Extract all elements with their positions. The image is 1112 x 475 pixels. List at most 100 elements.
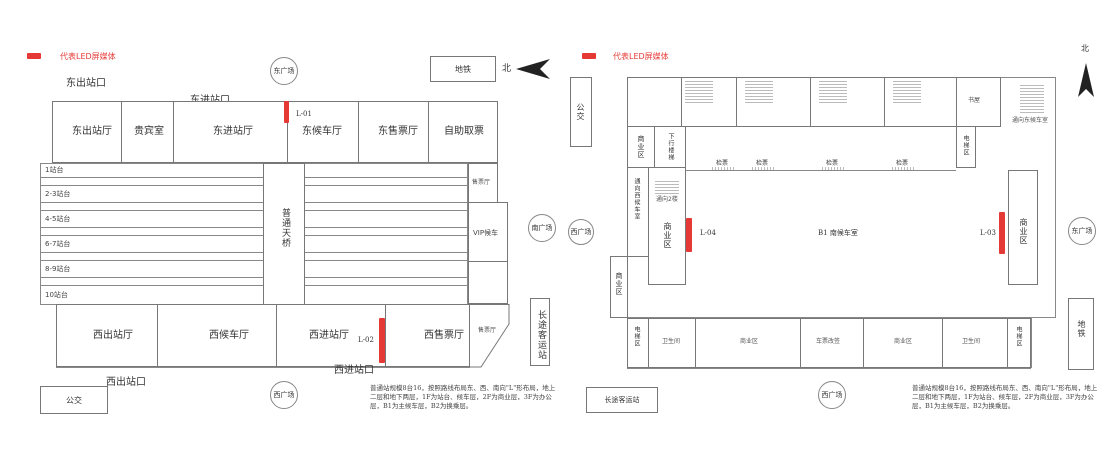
south-square-circle: 西广场: [818, 381, 846, 409]
hall-label: 贵宾室: [134, 126, 164, 137]
track-line: [40, 185, 468, 186]
hall-label: 东出站厅: [72, 126, 112, 137]
stair-hatch: [655, 180, 679, 194]
legend-label: 代表LED屏媒体: [613, 52, 669, 61]
bookshop: [956, 77, 1001, 127]
hall-west-entrance: [276, 304, 386, 367]
down-stairs-label: 下行楼梯: [667, 133, 674, 161]
vip-label: VIP候车: [473, 229, 499, 237]
elevator-label: 电梯区: [1015, 326, 1022, 347]
east-entrance-label: 东进站口: [190, 96, 230, 106]
commerce-right: [1008, 170, 1038, 285]
ticket-change-label: 车票改签: [816, 338, 841, 345]
gate-hatch: [822, 167, 844, 171]
hall-label: 自助取票: [444, 126, 484, 137]
gate-line: [686, 170, 956, 171]
north-arrow-icon: [1078, 63, 1094, 97]
ticket-change: [800, 318, 864, 368]
long-distance-box: [530, 298, 550, 366]
commerce-label: 商业区: [894, 338, 913, 345]
track-line: [40, 252, 468, 253]
south-square-label: 南广场: [531, 224, 553, 232]
track-line: [40, 235, 468, 236]
north-label: 北: [1081, 44, 1089, 53]
elevator-label: 电梯区: [962, 135, 969, 156]
commerce-label: 商业区: [1019, 218, 1028, 245]
screen-label-l04: L-04: [700, 229, 716, 237]
hall-west-waiting: [157, 304, 277, 367]
long-distance-label: 长途客运站: [536, 310, 546, 360]
bus-label: 公交: [66, 395, 82, 405]
hall-label: 售票厅: [478, 327, 497, 334]
overpass-label: 普通天桥: [280, 208, 290, 248]
toilet-label: 卫生间: [662, 338, 681, 345]
east-exit-label: 东出站口: [66, 78, 106, 89]
description-note: 普通站规模8台16，按照路线布局东、西、南向"L"形布局，地上二层和地下两层，1…: [370, 384, 556, 410]
west-square-label: 西广场: [570, 228, 592, 236]
commerce-label: 商业区: [637, 135, 645, 159]
track-line: [40, 177, 468, 178]
long-distance-label: 长途客运站: [604, 396, 640, 404]
overpass-corridor: [263, 163, 305, 305]
commerce-label: 商业区: [663, 222, 672, 249]
hall-label: 售票厅: [472, 179, 491, 186]
metro-box: 地铁: [430, 56, 496, 82]
led-screen-l02: [379, 318, 385, 363]
stair-hatch: [819, 81, 847, 103]
exit-2-label: 通向2楼: [656, 196, 678, 203]
hall-label: 西出站厅: [93, 330, 133, 341]
platform-label: 10站台: [45, 291, 68, 299]
hall-east-exit: [52, 101, 122, 163]
hall-label: 东售票厅: [378, 126, 418, 137]
led-screen-l04: [686, 218, 692, 252]
gate-hatch: [752, 167, 774, 171]
hall-west-ticket: [385, 304, 470, 367]
legend-label: 代表LED屏媒体: [60, 52, 116, 61]
track-line: [40, 202, 468, 203]
hall-label: 东候车厅: [302, 126, 342, 137]
south-square-label: 西广场: [821, 391, 843, 399]
track-line: [40, 285, 468, 286]
metro-box: [1068, 298, 1094, 370]
hall-blank: [468, 261, 508, 304]
toilet-right: [942, 318, 1008, 368]
west-wait-link-label: 通向西候车室: [633, 178, 640, 220]
north-label: 北: [502, 64, 512, 74]
commerce-label: 商业区: [615, 272, 623, 296]
platform-label: 4-5站台: [45, 215, 71, 223]
west-exit-label: 西出站口: [106, 377, 146, 388]
track-line: [40, 227, 468, 228]
west-entrance-label: 西进站口: [334, 365, 374, 376]
gate-label: 检票: [826, 160, 839, 167]
screen-label-l02: L-02: [358, 336, 374, 344]
east-square-label: 东广场: [1071, 227, 1093, 235]
led-legend-swatch: [582, 53, 596, 59]
platform-label: 6-7站台: [45, 240, 71, 248]
hall-vip-room: [121, 101, 174, 163]
elevator-area: [956, 126, 976, 168]
metro-label: 地铁: [1077, 320, 1086, 338]
led-screen-l01: [284, 101, 289, 123]
south-square-circle: 南广场: [528, 214, 556, 242]
north-arrow-icon: [516, 59, 550, 79]
commerce-bottom: [863, 318, 943, 368]
gate-label: 检票: [756, 160, 769, 167]
toilet-label: 卫生间: [962, 338, 981, 345]
platform-label: 2-3站台: [45, 190, 71, 198]
stair-hatch: [745, 81, 773, 103]
bookshop-label: 书屋: [968, 97, 981, 104]
stair-hatch: [1020, 83, 1044, 113]
west-square-label: 西广场: [273, 391, 295, 399]
stair-hatch: [685, 81, 713, 103]
wall-line: [627, 368, 1031, 369]
platform-label: 1站台: [45, 166, 64, 174]
gate-label: 检票: [896, 160, 909, 167]
room: [627, 77, 682, 127]
hall-label: 西售票厅: [424, 330, 464, 341]
east-square-circle: 东广场: [1068, 217, 1096, 245]
gate-hatch: [712, 167, 734, 171]
wall-line: [1031, 318, 1032, 368]
west-square-circle: 西广场: [568, 219, 594, 245]
hall-ticket-corner: [469, 304, 510, 368]
gate-hatch: [892, 167, 914, 171]
